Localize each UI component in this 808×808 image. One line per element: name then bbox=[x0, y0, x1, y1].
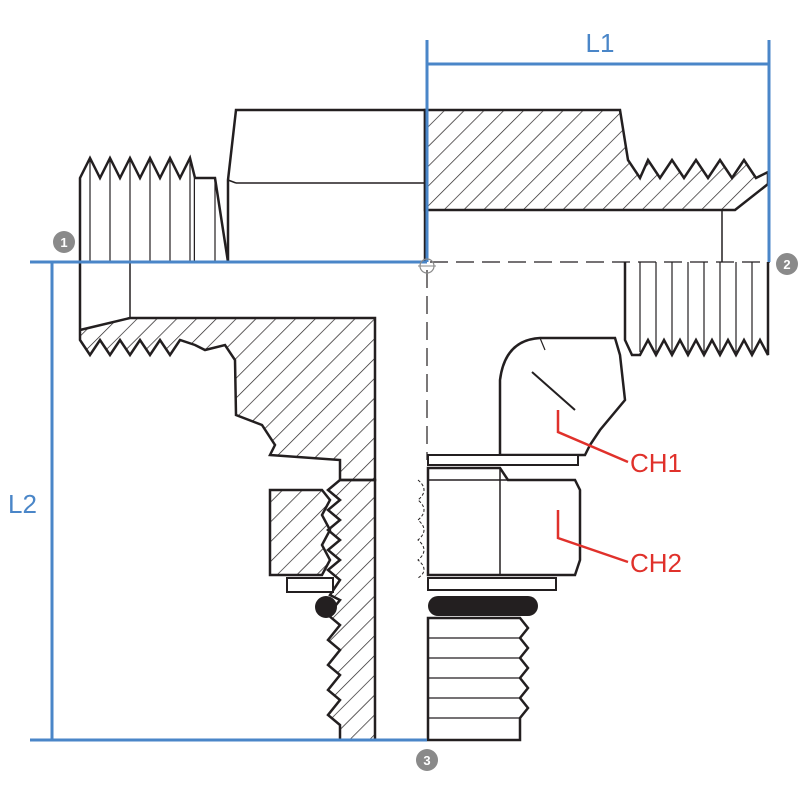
washer bbox=[427, 454, 579, 466]
port-3-number: 3 bbox=[423, 753, 430, 768]
locknut-section bbox=[268, 488, 337, 618]
center-lines bbox=[417, 261, 770, 579]
callout-ch1: CH1 bbox=[556, 410, 682, 478]
ch1-label: CH1 bbox=[630, 448, 682, 478]
center-crosshair bbox=[418, 258, 436, 274]
lower-body-section bbox=[78, 262, 377, 482]
top-body-section bbox=[423, 108, 770, 262]
l1-label: L1 bbox=[586, 28, 615, 58]
top-body-outer bbox=[226, 108, 427, 264]
ch1-hex bbox=[498, 336, 627, 457]
port-1-marker: 1 bbox=[53, 231, 75, 253]
callout-ch2: CH2 bbox=[556, 510, 682, 578]
port-2-number: 2 bbox=[783, 257, 790, 272]
port-3-marker: 3 bbox=[416, 749, 438, 771]
bottom-thread bbox=[426, 616, 530, 742]
ch2-label: CH2 bbox=[630, 548, 682, 578]
left-thread bbox=[78, 154, 230, 264]
port-1-number: 1 bbox=[60, 235, 67, 250]
o-ring bbox=[427, 577, 557, 616]
right-thread bbox=[623, 262, 770, 358]
ch2-hex bbox=[426, 466, 582, 577]
port-2-marker: 2 bbox=[776, 253, 798, 275]
dimension-l2: L2 bbox=[8, 260, 427, 742]
l2-label: L2 bbox=[8, 489, 37, 519]
dimension-l1: L1 bbox=[425, 28, 771, 262]
